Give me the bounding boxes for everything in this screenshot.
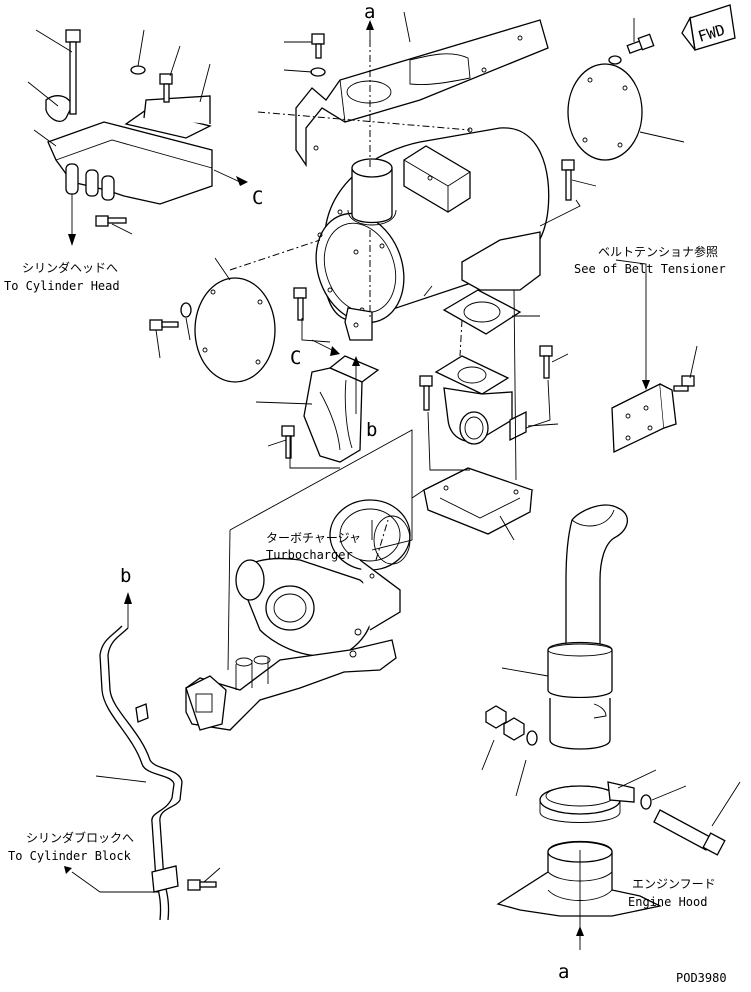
mounting-plate	[422, 467, 534, 535]
bolt-icon	[159, 73, 173, 103]
washer-icon	[640, 794, 652, 810]
washer-icon	[130, 65, 146, 75]
exhaust-manifold	[185, 628, 397, 731]
see-belt-tensioner-jp: ベルトテンショナ参照	[598, 244, 718, 259]
callouts: シリンダヘッドへ To Cylinder Head ベルトテンショナ参照 See…	[4, 244, 727, 985]
bolt-icon	[281, 425, 295, 459]
center-lines	[227, 40, 581, 940]
washer-icon	[608, 55, 622, 65]
nut-icon	[485, 705, 507, 729]
leader-lines	[27, 11, 741, 883]
bolt-icon	[149, 319, 179, 331]
ref-c-mid: C	[290, 347, 301, 369]
oil-return-tube	[99, 625, 183, 921]
bolt-icon	[311, 33, 325, 59]
turbocharger	[235, 499, 411, 657]
nut-icon	[503, 717, 525, 741]
fwd-arrow-icon: FWD	[681, 4, 736, 51]
see-belt-tensioner-en: See of Belt Tensioner	[574, 262, 726, 276]
end-cover-right	[567, 63, 643, 161]
exhaust-elbow	[434, 355, 527, 445]
turbocharger-en: Turbocharger	[266, 548, 353, 562]
gasket	[442, 289, 522, 335]
ref-b-left: b	[120, 565, 131, 587]
washer-icon	[526, 730, 538, 746]
heat-shield	[295, 19, 549, 168]
engine-hood-en: Engine Hood	[628, 895, 707, 909]
bolt-icon	[65, 29, 81, 115]
upper-left-bracket	[45, 95, 213, 205]
washer-icon	[180, 302, 192, 318]
bolt-icon	[626, 33, 655, 55]
ref-c-right: C	[252, 187, 263, 209]
bolt-icon	[187, 879, 217, 891]
muffler	[315, 127, 550, 341]
ref-a-top: a	[364, 1, 375, 23]
reference-letters: a C C b b a	[120, 1, 569, 983]
bolt-icon	[561, 159, 575, 201]
pipe-clamp	[539, 781, 635, 823]
to-cylinder-head-jp: シリンダヘッドへ	[22, 260, 118, 275]
bolt-icon	[539, 345, 553, 379]
ref-a-bottom: a	[558, 961, 569, 983]
end-cover-left	[194, 277, 276, 383]
to-cylinder-block-jp: シリンダブロックへ	[26, 830, 134, 845]
engine-hood-jp: エンジンフード	[632, 877, 716, 891]
arrows	[64, 20, 650, 950]
fasteners	[65, 29, 726, 891]
turbocharger-jp: ターボチャージャ	[266, 531, 361, 545]
ref-b-mid: b	[366, 419, 377, 441]
to-cylinder-head-en: To Cylinder Head	[4, 279, 120, 293]
belt-tensioner-bracket	[611, 382, 677, 454]
to-cylinder-block-en: To Cylinder Block	[8, 849, 132, 863]
bolt-icon	[293, 287, 307, 321]
muffler-bracket	[303, 355, 380, 463]
bolt-icon	[95, 215, 127, 227]
bolt-icon	[653, 809, 726, 856]
bolt-icon	[419, 375, 433, 411]
bolt-icon	[673, 375, 695, 392]
drawing-code: POD3980	[676, 971, 727, 985]
tail-pipe	[547, 504, 628, 750]
washer-icon	[310, 67, 326, 77]
